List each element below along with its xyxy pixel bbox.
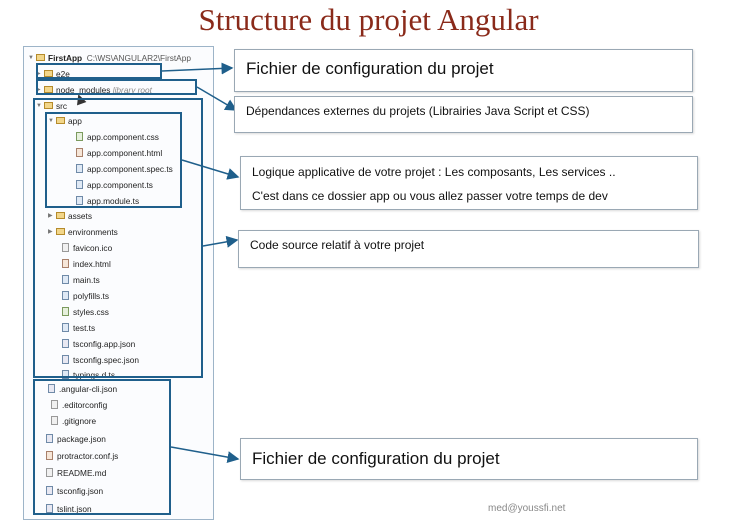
css-file-icon	[76, 132, 83, 142]
html-file-icon	[76, 148, 83, 158]
expand-arrow-icon[interactable]: ▼	[36, 103, 42, 109]
folder-icon	[56, 228, 65, 236]
ts-file-icon	[62, 275, 69, 285]
json-file-icon	[62, 355, 69, 365]
tree-root-path: C:\WS\ANGULAR2\FirstApp	[86, 53, 191, 63]
ts-file-icon	[76, 164, 83, 174]
tree-file-tslint[interactable]: tslint.json	[46, 502, 92, 516]
ts-file-icon	[76, 180, 83, 190]
folder-icon	[44, 102, 53, 110]
library-root-tag: library root	[112, 85, 152, 95]
author-email: med@youssfi.net	[488, 503, 566, 514]
folder-icon	[56, 212, 65, 220]
json-file-icon	[62, 339, 69, 349]
tree-file-app-component-html[interactable]: app.component.html	[76, 146, 162, 160]
expand-arrow-icon[interactable]: ▼	[48, 118, 54, 124]
tree-file-app-component-ts[interactable]: app.component.ts	[76, 178, 153, 192]
collapse-arrow-icon[interactable]: ▶	[48, 213, 53, 219]
tree-item-app[interactable]: ▼ app	[48, 114, 82, 128]
tree-file-app-component-spec-ts[interactable]: app.component.spec.ts	[76, 162, 173, 176]
ts-file-icon	[76, 196, 83, 206]
collapse-arrow-icon[interactable]: ▶	[36, 71, 41, 77]
tree-item-node-modules[interactable]: ▶ node_modules library root	[36, 83, 152, 97]
folder-icon	[44, 86, 53, 94]
tree-item-label: src	[56, 101, 68, 111]
css-file-icon	[62, 307, 69, 317]
markdown-file-icon	[46, 468, 53, 478]
tree-file-readme[interactable]: README.md	[46, 466, 106, 480]
tree-file-editorconfig[interactable]: .editorconfig	[51, 398, 107, 412]
collapse-arrow-icon[interactable]: ▶	[48, 229, 53, 235]
callout-app-logic: Logique applicative de votre projet : Le…	[240, 156, 698, 210]
ts-file-icon	[62, 291, 69, 301]
tree-item-label: e2e	[56, 69, 70, 79]
tree-root-row[interactable]: ▼ FirstApp C:\WS\ANGULAR2\FirstApp	[28, 51, 191, 65]
tree-file-tsconfig-spec[interactable]: tsconfig.spec.json	[62, 353, 139, 367]
tree-file-tsconfig[interactable]: tsconfig.json	[46, 484, 103, 498]
tree-file-test-ts[interactable]: test.ts	[62, 321, 95, 335]
tree-root-name: FirstApp	[48, 53, 83, 63]
tree-item-environments[interactable]: ▶environments	[48, 227, 118, 237]
callout-config-top: Fichier de configuration du projet	[234, 49, 693, 92]
image-file-icon	[62, 243, 69, 253]
tree-file-app-module-ts[interactable]: app.module.ts	[76, 194, 139, 208]
folder-icon	[36, 54, 45, 62]
tree-file-gitignore[interactable]: .gitignore	[51, 414, 96, 428]
tree-file-package-json[interactable]: package.json	[46, 432, 106, 446]
collapse-arrow-icon[interactable]: ▶	[36, 87, 41, 93]
highlight-e2e	[36, 63, 162, 79]
html-file-icon	[62, 259, 69, 269]
page-title: Structure du projet Angular	[198, 2, 539, 37]
highlight-node-modules	[36, 79, 197, 95]
json-file-icon	[46, 434, 53, 444]
tree-file-polyfills-ts[interactable]: polyfills.ts	[62, 289, 109, 303]
tree-file-favicon[interactable]: favicon.ico	[62, 241, 112, 255]
json-file-icon	[46, 504, 53, 514]
highlight-src	[33, 98, 203, 378]
project-tree-panel[interactable]: ▼ FirstApp C:\WS\ANGULAR2\FirstApp ▶ e2e ▶…	[23, 46, 214, 520]
tree-item-e2e[interactable]: ▶ e2e	[36, 67, 70, 81]
json-file-icon	[46, 486, 53, 496]
tree-file-tsconfig-app[interactable]: tsconfig.app.json	[62, 337, 135, 351]
text-file-icon	[51, 400, 58, 410]
text-file-icon	[51, 416, 58, 426]
folder-icon	[56, 117, 65, 125]
highlight-app	[45, 112, 182, 208]
tree-file-app-component-css[interactable]: app.component.css	[76, 130, 159, 144]
tree-item-assets[interactable]: ▶assets	[48, 211, 92, 221]
ts-file-icon	[62, 370, 69, 380]
tree-file-main-ts[interactable]: main.ts	[62, 273, 100, 287]
ts-file-icon	[62, 323, 69, 333]
tree-file-styles-css[interactable]: styles.css	[62, 305, 109, 319]
callout-config-bottom: Fichier de configuration du projet	[240, 438, 698, 480]
tree-item-src[interactable]: ▼ src	[36, 99, 67, 113]
tree-file-index-html[interactable]: index.html	[62, 257, 111, 271]
tree-item-label: app	[68, 116, 82, 126]
highlight-config-files	[33, 379, 171, 515]
callout-dependencies: Dépendances externes du projets (Librair…	[234, 96, 693, 133]
folder-icon	[44, 70, 53, 78]
tree-file-typings[interactable]: typings.d.ts	[62, 368, 115, 382]
json-file-icon	[48, 384, 55, 394]
js-file-icon	[46, 451, 53, 461]
tree-file-protractor[interactable]: protractor.conf.js	[46, 449, 118, 463]
callout-source-code: Code source relatif à votre projet	[238, 230, 699, 268]
tree-item-label: node_modules	[56, 85, 111, 95]
expand-arrow-icon[interactable]: ▼	[28, 55, 34, 61]
tree-file-angular-cli[interactable]: .angular-cli.json	[48, 382, 117, 396]
